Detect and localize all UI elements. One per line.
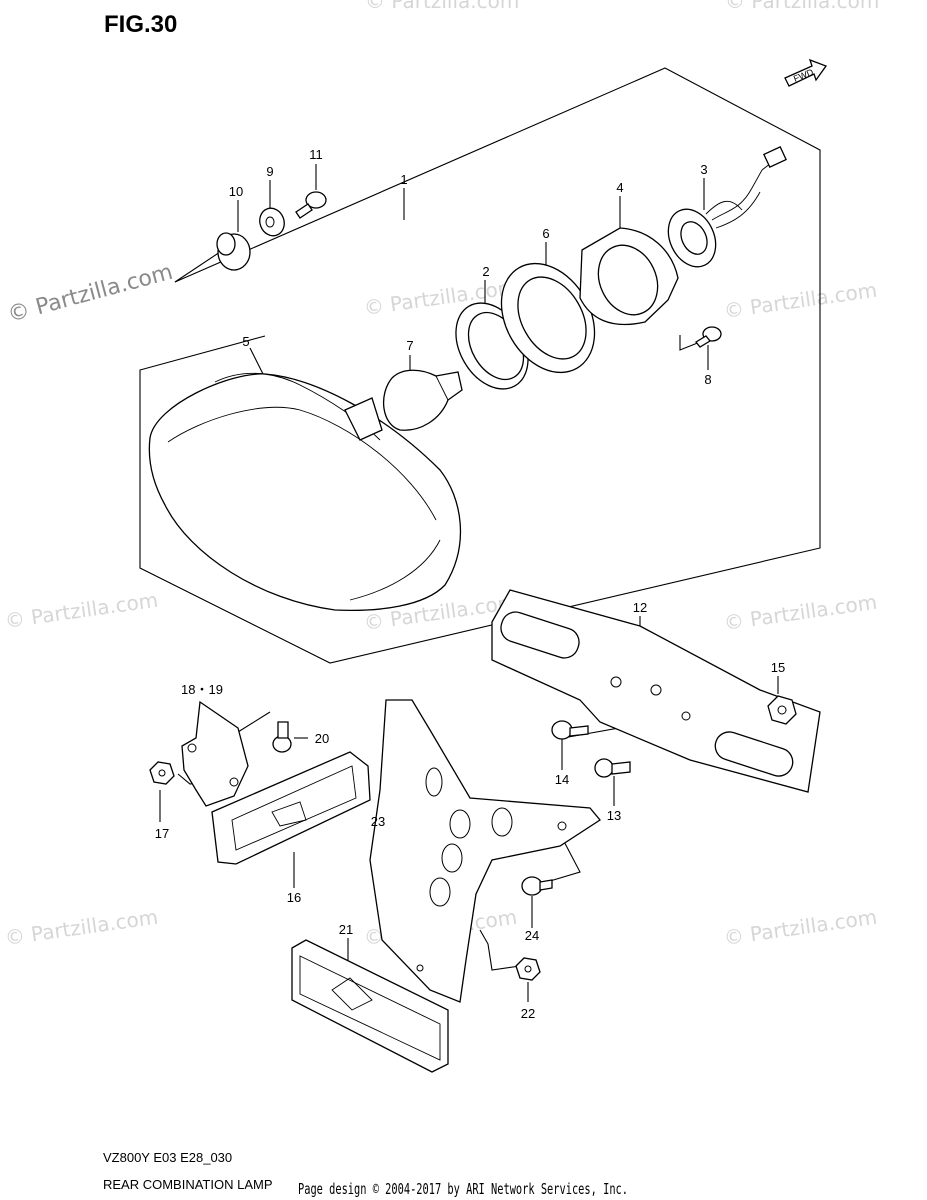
bulb xyxy=(594,758,631,778)
screw xyxy=(695,326,722,348)
callout-20: 20 xyxy=(315,731,329,746)
bulb xyxy=(382,369,463,431)
callout-22: 22 xyxy=(521,1006,535,1021)
forward-label: FWD xyxy=(792,67,815,84)
screw xyxy=(521,876,553,896)
side-reflector xyxy=(211,751,371,865)
screw xyxy=(551,720,589,740)
gasket xyxy=(579,227,679,326)
assembly-group-outline xyxy=(139,67,821,664)
callout-9: 9 xyxy=(266,164,273,179)
callout-14: 14 xyxy=(555,772,569,787)
nut xyxy=(767,695,797,725)
model-code: VZ800Y E03 E28_030 xyxy=(103,1150,232,1165)
watermark: © Partzilla.com xyxy=(3,588,159,633)
callout-6: 6 xyxy=(542,226,549,241)
callout-11: 11 xyxy=(309,147,323,162)
diagram-title: REAR COMBINATION LAMP xyxy=(103,1177,273,1192)
license-bracket xyxy=(491,589,821,793)
screw xyxy=(295,191,327,219)
callout-4: 4 xyxy=(616,180,623,195)
lamp-housing xyxy=(148,372,462,611)
watermark: © Partzilla.com xyxy=(365,0,519,13)
retaining-ring xyxy=(500,262,596,374)
callout-3: 3 xyxy=(700,162,707,177)
watermark: © Partzilla.com xyxy=(722,590,878,635)
watermark: © Partzilla.com xyxy=(3,905,159,950)
license-plate-bracket xyxy=(369,699,601,1003)
callout-1: 1 xyxy=(400,172,407,187)
callout-17: 17 xyxy=(155,826,169,841)
callout-13: 13 xyxy=(607,808,621,823)
callout-15: 15 xyxy=(771,660,785,675)
forward-arrow-icon: FWD xyxy=(784,58,828,87)
nut xyxy=(149,761,175,785)
grommet xyxy=(216,232,251,271)
callout-16: 16 xyxy=(287,890,301,905)
callout-10: 10 xyxy=(229,184,243,199)
callout-5: 5 xyxy=(242,334,249,349)
callout-21: 21 xyxy=(339,922,353,937)
page-credit: Page design © 2004-2017 by ARI Network S… xyxy=(298,1180,628,1198)
screw xyxy=(272,721,292,753)
callout-2: 2 xyxy=(482,264,489,279)
washer xyxy=(259,207,285,237)
rear-reflector xyxy=(291,939,449,1073)
callout-8: 8 xyxy=(704,372,711,387)
reflector-bracket xyxy=(181,700,249,807)
watermark: © Partzilla.com xyxy=(722,905,878,950)
watermark: © Partzilla.com xyxy=(722,278,878,323)
callout-7: 7 xyxy=(406,338,413,353)
callout-12: 12 xyxy=(633,600,647,615)
callout-labels: 1 2 3 4 5 6 7 8 9 10 11 12 13 14 15 16 1… xyxy=(155,147,785,1021)
figure-title: FIG.30 xyxy=(104,11,177,38)
callout-24: 24 xyxy=(525,928,539,943)
socket-harness xyxy=(667,145,787,268)
nut xyxy=(515,957,541,981)
callout-18-19: 18・19 xyxy=(181,682,223,697)
watermark-primary: © Partzilla.com xyxy=(5,260,175,328)
callout-23: 23 xyxy=(371,814,385,829)
watermark: © Partzilla.com xyxy=(725,0,879,13)
